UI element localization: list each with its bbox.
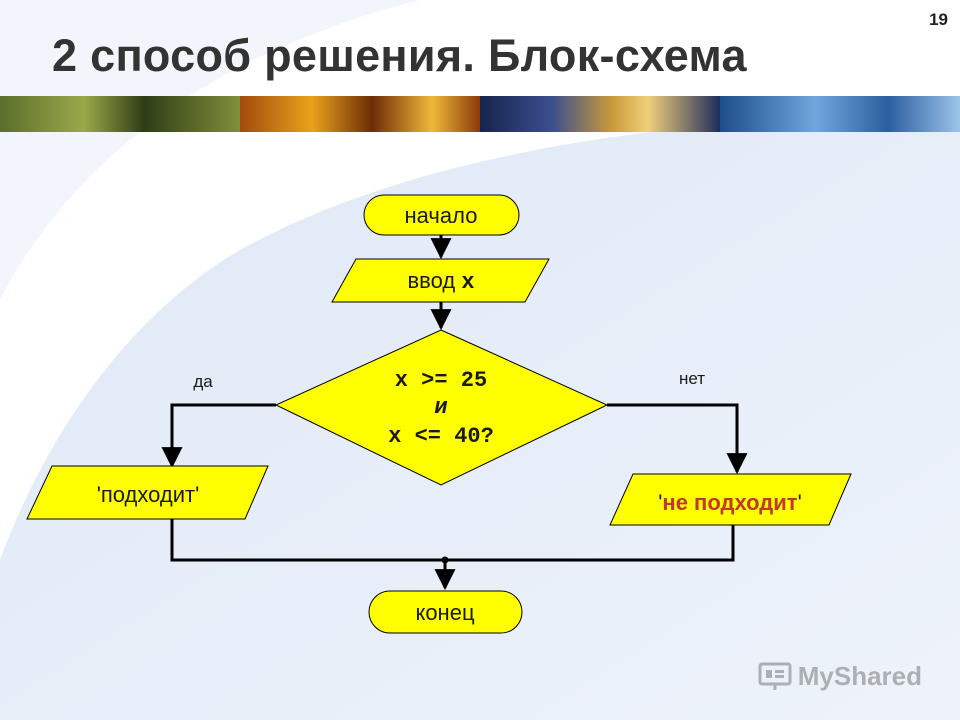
condition-op-3: <= 40? (401, 424, 493, 449)
start-terminator (363, 194, 520, 236)
input-label: ввод x (407, 268, 474, 295)
condition-var-3: x (388, 424, 401, 449)
end-terminator (368, 590, 523, 634)
condition-line-1: x >= 25 (395, 368, 487, 393)
input-block (331, 258, 550, 303)
output-no-block (609, 473, 852, 526)
banner-photo-keyboard (720, 96, 960, 132)
banner-photo-harddrive (240, 96, 480, 132)
no-label: нет (679, 369, 705, 388)
yes-label: да (193, 372, 213, 391)
input-variable: x (461, 270, 474, 295)
output-no-label: 'не подходит' (658, 490, 802, 515)
output-no-quote-close: ' (798, 490, 802, 515)
condition-line-3: x <= 40? (388, 424, 494, 449)
arrow-yes-branch (161, 403, 276, 469)
watermark-text: MyShared (797, 661, 922, 691)
page-number: 19 (929, 10, 948, 29)
arrow-no-branch (607, 403, 748, 475)
presentation-icon (758, 662, 792, 690)
output-yes-label: 'подходит' (97, 482, 200, 507)
start-label: начало (405, 203, 478, 228)
output-yes-block (26, 465, 269, 520)
slide-title: 2 способ решения. Блок-схема (52, 30, 747, 81)
condition-var-1: x (395, 368, 408, 393)
condition-line-2: и (434, 395, 447, 420)
output-no-quote-open: ' (658, 490, 662, 515)
watermark: MyShared (758, 661, 922, 692)
condition-diamond (274, 329, 609, 486)
condition-op-1: >= 25 (408, 368, 487, 393)
banner-photo-lab (480, 96, 720, 132)
line-no-to-merge (445, 524, 735, 562)
input-prefix: ввод (407, 268, 461, 293)
end-label: конец (415, 600, 474, 625)
line-yes-to-merge (170, 519, 445, 562)
banner-photo-plant (0, 96, 240, 132)
output-no-text: не подходит (662, 490, 797, 515)
photo-banner (0, 96, 960, 132)
